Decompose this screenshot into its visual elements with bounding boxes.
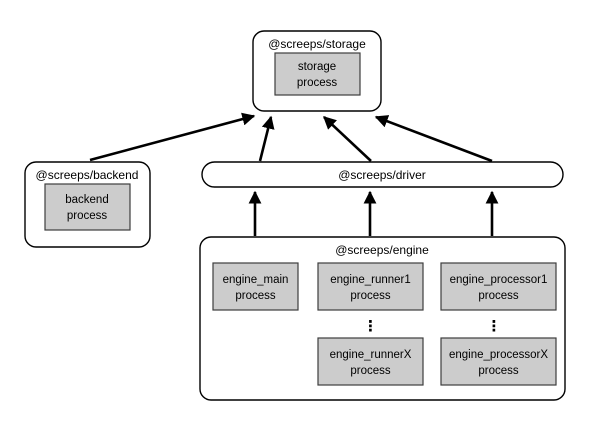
node-storage: @screeps/storage storage process — [252, 30, 382, 112]
driver-node-label: @screeps/driver — [338, 168, 426, 182]
engine-runner1-line1: engine_runner1 — [330, 274, 411, 286]
backend-node-label: @screeps/backend — [36, 168, 139, 182]
engine-main-process-box — [212, 262, 299, 311]
backend-process-line1: backend — [65, 194, 108, 206]
edge-driver-left-to-storage — [258, 115, 275, 162]
runner-ellipsis-icon: ⋮ — [363, 317, 378, 335]
engine-processor1-line1: engine_processor1 — [450, 274, 548, 286]
edges-to-storage — [89, 112, 493, 163]
edge-driver-right-to-storage — [374, 115, 493, 163]
backend-process-box — [44, 183, 131, 231]
engine-runnerX-line2: process — [350, 365, 391, 377]
engine-runner1-process-box — [317, 262, 424, 311]
storage-process-line1: storage — [298, 61, 336, 73]
storage-node-label: @screeps/storage — [268, 37, 366, 51]
engine-processorX-line1: engine_processorX — [449, 349, 548, 361]
engine-processorX-process-box — [440, 337, 557, 386]
engine-processor1-process-box — [440, 262, 557, 311]
driver-node-border — [201, 161, 564, 188]
node-driver: @screeps/driver — [201, 161, 564, 188]
processor-ellipsis-icon: ⋮ — [487, 317, 502, 335]
storage-process-line2: process — [297, 77, 338, 89]
engine-runnerX-line1: engine_runnerX — [330, 349, 412, 361]
engine-processor1-line2: process — [478, 290, 519, 302]
engine-processorX-line2: process — [478, 365, 519, 377]
storage-process-box — [274, 52, 361, 96]
engine-node-label: @screeps/engine — [335, 243, 429, 257]
backend-process-line2: process — [67, 210, 108, 222]
engine-main-line2: process — [235, 290, 276, 302]
edges-engine-to-driver — [248, 190, 499, 236]
node-engine: @screeps/engine engine_main process engi… — [199, 236, 566, 401]
engine-main-line1: engine_main — [223, 274, 289, 286]
node-backend: @screeps/backend backend process — [24, 161, 151, 248]
engine-runnerX-process-box — [317, 337, 424, 386]
engine-runner1-line2: process — [350, 290, 391, 302]
edge-driver-middle-to-storage — [323, 116, 372, 162]
edge-backend-to-storage — [89, 112, 256, 162]
